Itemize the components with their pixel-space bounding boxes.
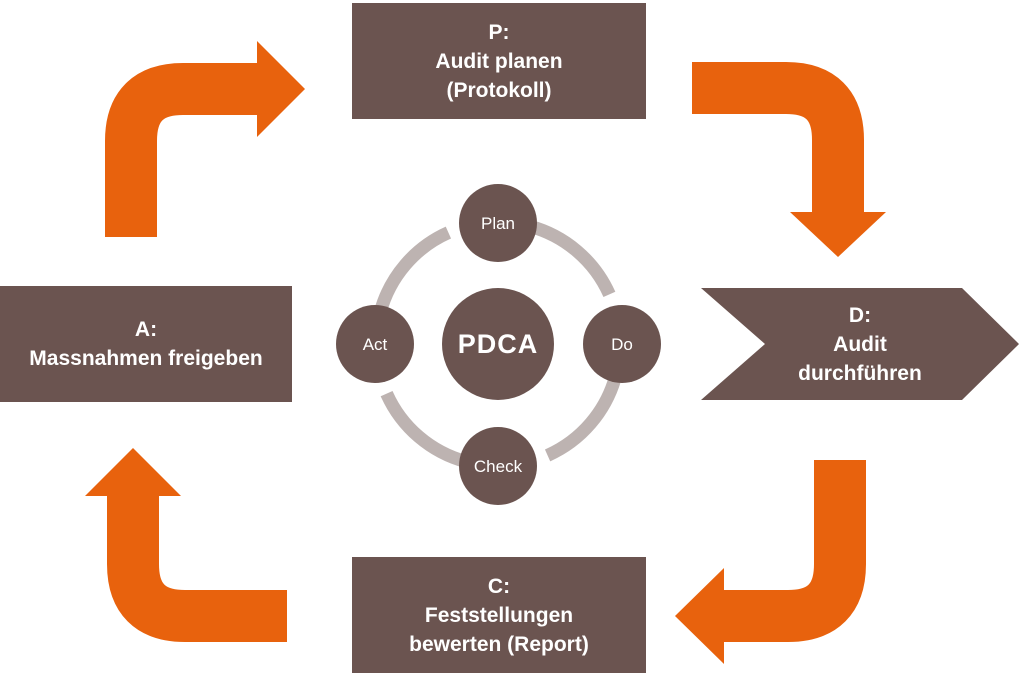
stage-box-check: C: Feststellungen bewerten (Report) [352,557,646,673]
stage-check-line-3: bewerten (Report) [409,632,589,656]
stage-check-line-1: C: [487,574,511,598]
stage-act-line-2: Massnahmen freigeben [29,347,263,370]
stage-plan-line-1: P: [488,20,510,44]
check-circle [459,427,537,505]
ring-arc-check-act [380,390,469,469]
arrow-elbow-up-right [105,63,257,237]
stage-box-plan: P: Audit planen (Protokoll) [352,3,646,119]
cycle-arrow-check-to-act [85,448,287,642]
ring-arc-do-check [544,373,623,462]
cycle-arrow-do-to-check [675,460,866,664]
do-circle [583,305,661,383]
stage-plan-line-3: (Protokoll) [446,78,552,102]
act-circle [336,305,414,383]
act-label: Act [363,335,388,354]
cycle-arrow-act-to-plan [105,41,305,237]
arrow-elbow-left-up [107,496,287,642]
arrow-elbow-down-left [724,460,866,642]
pdca-node-check: Check [459,427,537,505]
stage-do-line-2: Audit [833,332,887,356]
arrowhead-right-icon [257,41,305,137]
arrowhead-left-icon [675,568,724,664]
stage-check-line-2: Feststellungen [424,603,574,627]
stage-box-act: A: Massnahmen freigeben [0,286,292,402]
arrowhead-up-icon [85,448,181,496]
pdca-ring [373,219,623,469]
plan-label: Plan [481,214,515,233]
stage-do-line-1: D: [848,303,872,327]
stage-plan-line-2: Audit planen [435,49,563,73]
check-label: Check [474,457,523,476]
arrow-elbow-right-down [692,62,864,212]
ring-arc-plan-do [527,219,616,298]
arrowhead-down-icon [790,212,886,257]
plan-circle [459,184,537,262]
pdca-center-label: PDCA [458,329,539,359]
pdca-node-act: Act [336,305,414,383]
pdca-node-do: Do [583,305,661,383]
ring-arc-act-plan [373,226,452,315]
do-label: Do [611,335,633,354]
stage-do-line-3: durchführen [798,361,922,385]
pdca-center-node: PDCA [442,288,554,400]
pdca-center-circle [442,288,554,400]
pdca-node-plan: Plan [459,184,537,262]
stage-act-line-1: A: [134,318,158,341]
cycle-arrow-plan-to-do [692,62,886,257]
